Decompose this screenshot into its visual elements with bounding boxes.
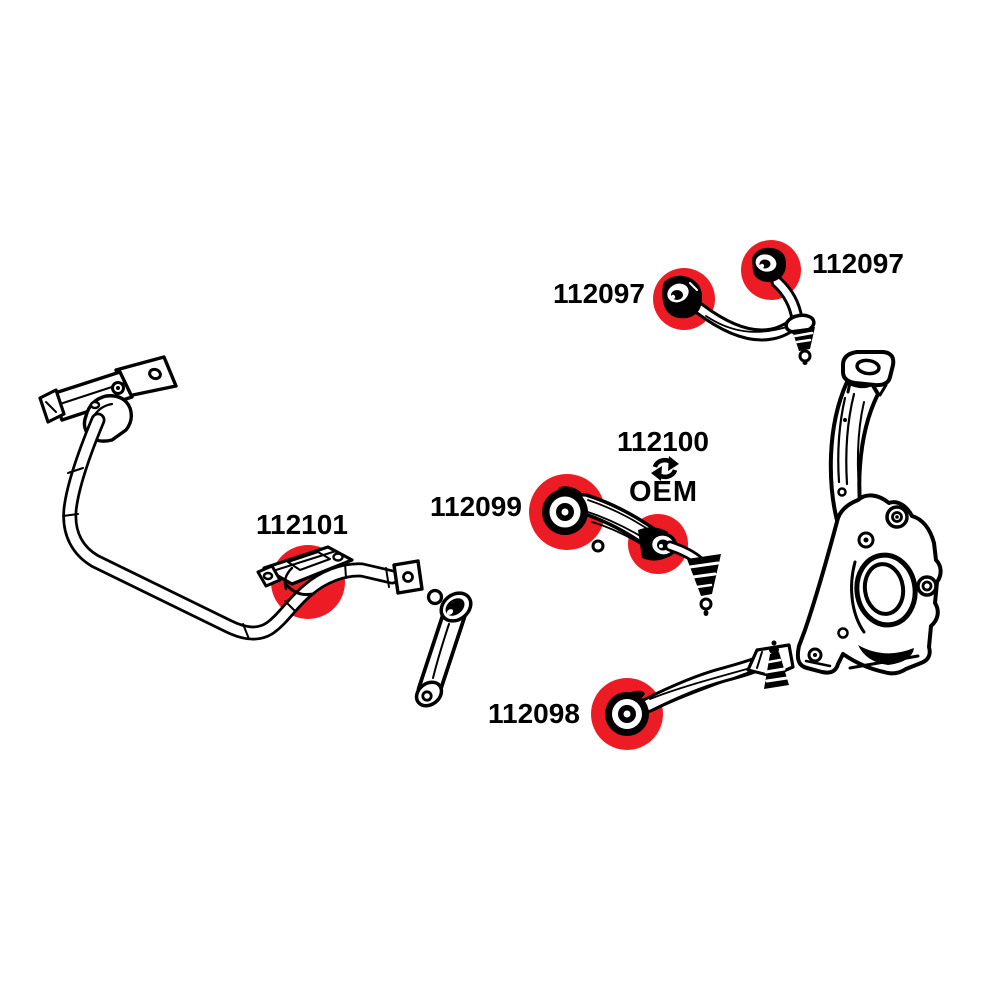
steering-knuckle-drawing bbox=[795, 350, 943, 676]
swaybar-link-drawing bbox=[414, 588, 473, 708]
swaybar-end-block bbox=[392, 559, 424, 595]
label-112097-rear: 112097 bbox=[812, 248, 904, 279]
upper-control-arm-drawing bbox=[662, 247, 816, 365]
label-112100: 112100 bbox=[617, 426, 709, 457]
tension-strut-ball-joint bbox=[746, 640, 795, 689]
upper-arm-rear-bushing bbox=[752, 247, 786, 283]
swaybar-tube-fill bbox=[65, 415, 397, 638]
swaybar-bushing-clamp bbox=[256, 545, 354, 596]
upper-arm-ball-joint bbox=[784, 313, 816, 365]
label-112099: 112099 bbox=[430, 491, 522, 522]
swaybar-seams bbox=[62, 467, 390, 640]
replace-oem-arrows-icon bbox=[648, 454, 682, 484]
upper-arm-front-bushing bbox=[662, 275, 703, 319]
lower-control-arm-drawing bbox=[542, 486, 721, 616]
swaybar-drawing bbox=[38, 355, 424, 641]
label-112101: 112101 bbox=[256, 509, 348, 540]
lower-arm-ball-joint bbox=[687, 554, 721, 616]
label-112098: 112098 bbox=[488, 698, 580, 729]
label-oem: OEM bbox=[629, 476, 699, 508]
lower-arm-inner-bushing bbox=[542, 486, 588, 535]
tension-strut-drawing bbox=[605, 640, 795, 736]
swaybar-end-bracket bbox=[38, 355, 178, 443]
link-stud bbox=[426, 588, 444, 606]
label-112097-front: 112097 bbox=[553, 278, 645, 309]
tension-strut-bushing bbox=[605, 690, 649, 736]
